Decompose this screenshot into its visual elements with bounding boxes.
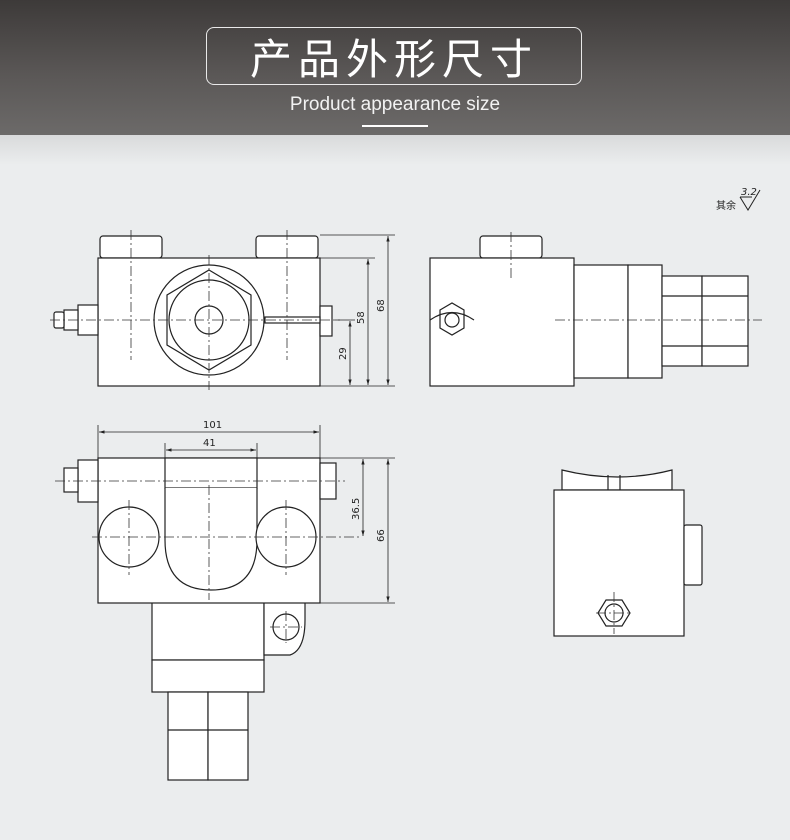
side-view: [429, 235, 749, 387]
dim-66: 66: [376, 529, 387, 542]
dim-41: 41: [203, 438, 216, 449]
dim-68: 68: [376, 299, 387, 312]
header-fade: [0, 135, 790, 165]
roughness-note: 其余: [716, 199, 736, 212]
dim-36-5: 36.5: [351, 498, 362, 520]
page-subtitle: Product appearance size: [289, 94, 501, 115]
dim-29: 29: [338, 347, 349, 360]
header-banner: 产品外形尺寸 Product appearance size: [0, 0, 790, 135]
top-view: [63, 457, 337, 781]
dim-101: 101: [203, 420, 222, 431]
roughness-symbol: 其余 3.2: [716, 187, 761, 212]
page-title: 产品外形尺寸: [249, 34, 538, 84]
front-view: [53, 235, 333, 387]
roughness-value: 3.2: [741, 187, 757, 198]
dim-58: 58: [356, 311, 367, 324]
end-view: [553, 469, 703, 637]
title-box: 产品外形尺寸: [206, 27, 582, 85]
subtitle-underline: [362, 125, 428, 127]
